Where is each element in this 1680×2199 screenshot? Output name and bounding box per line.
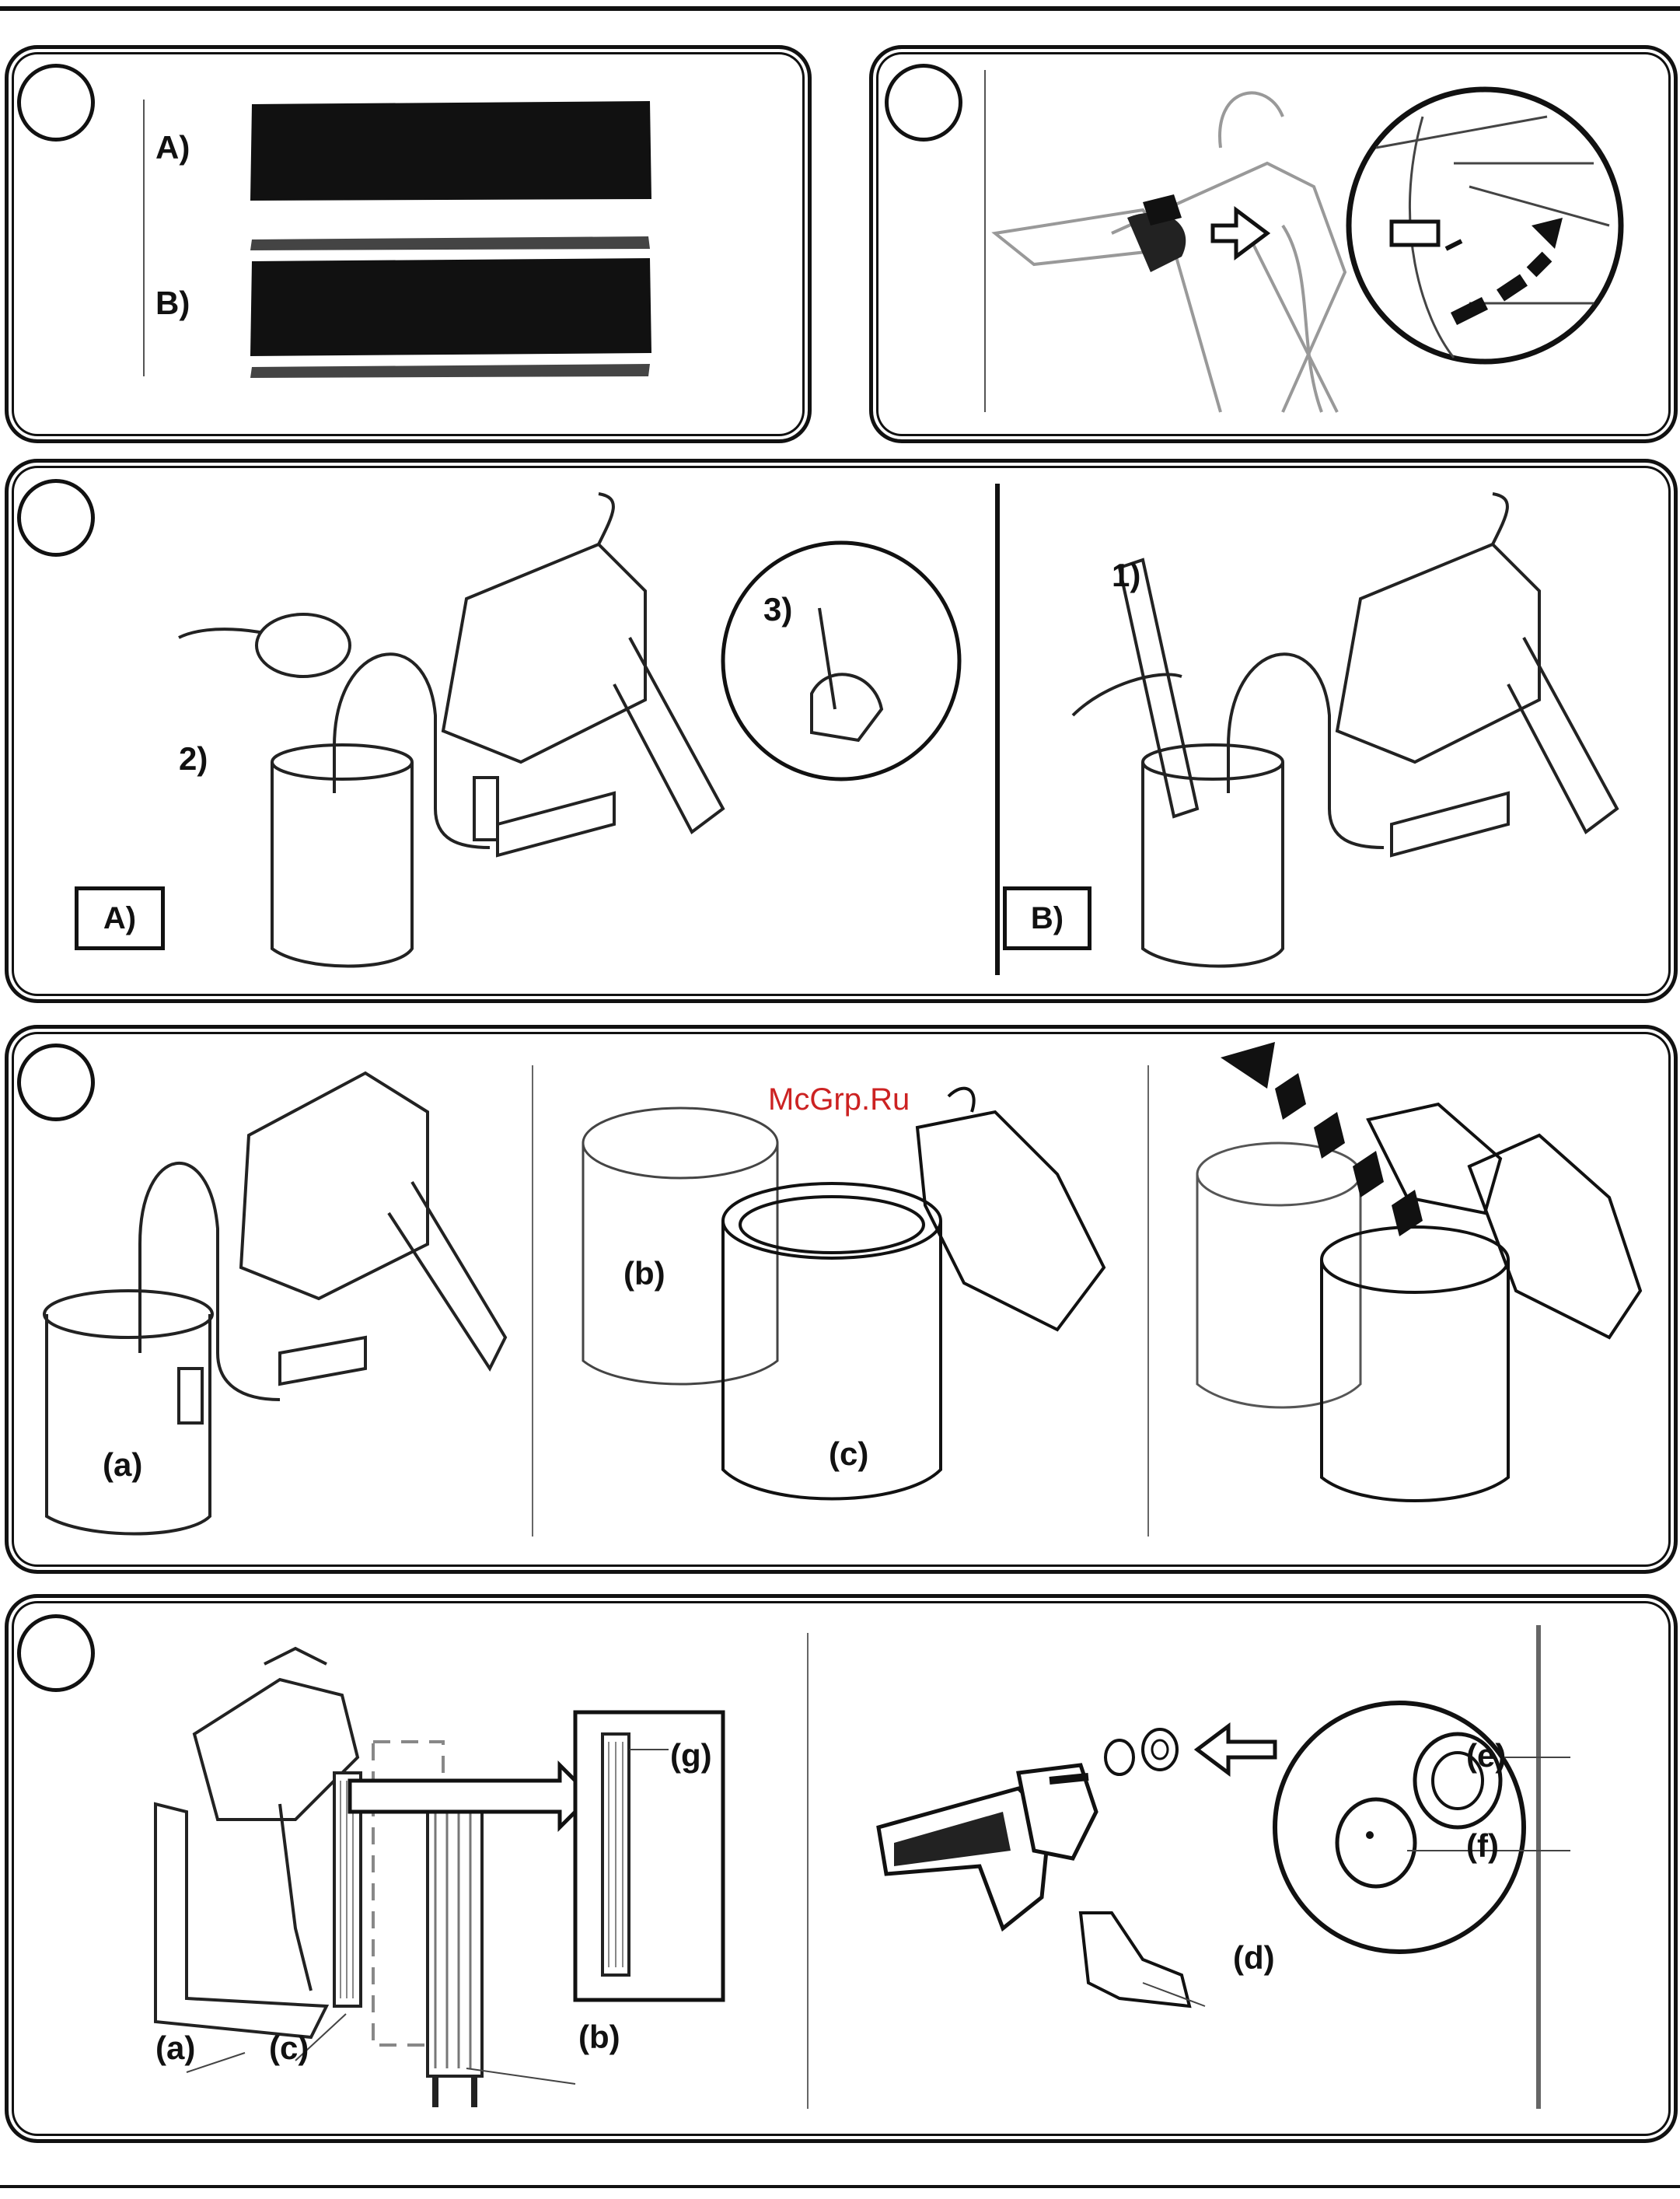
priming-step-2-label: 2) [179, 740, 208, 778]
pattern-label-a: A) [155, 129, 190, 166]
panel-divider [1536, 1625, 1541, 2109]
step-number-circle [885, 64, 962, 142]
tip-label-e: (e) [1466, 1737, 1506, 1774]
gun-filter-illustration [140, 1617, 731, 2115]
step-number-circle [17, 64, 95, 142]
sprayer-priming-illustration-a [179, 482, 739, 980]
divider-line [1147, 1065, 1149, 1537]
detail-magnifier-circle [718, 538, 967, 787]
divider-line [532, 1065, 533, 1537]
top-rule [0, 6, 1680, 11]
filter-label-a: (a) [155, 2029, 195, 2067]
tip-label-d: (d) [1233, 1939, 1275, 1977]
divider-line [143, 100, 145, 376]
bucket-label-c: (c) [829, 1435, 868, 1473]
sprayer-bucket-illustration [23, 1042, 521, 1540]
filter-label-c: (c) [269, 2029, 309, 2067]
tip-label-f: (f) [1466, 1827, 1499, 1865]
spray-gun-lock-illustration [987, 70, 1671, 420]
divider-line [984, 70, 986, 412]
sprayer-priming-illustration-b [1073, 482, 1633, 980]
pattern-label-b: B) [155, 285, 190, 322]
bucket-label-b: (b) [623, 1255, 665, 1292]
divider-line [807, 1633, 809, 2109]
step-number-circle [17, 479, 95, 557]
priming-step-3-label: 3) [763, 591, 792, 628]
filter-label-b: (b) [578, 2019, 620, 2056]
panel-divider [995, 484, 1000, 975]
tip-guard-illustration [863, 1633, 1532, 2099]
variant-a-box: A) [75, 886, 165, 950]
spray-pattern-bars [249, 100, 653, 379]
step-number-circle [17, 1614, 95, 1692]
variant-b-box: B) [1003, 886, 1091, 950]
filter-label-g: (g) [670, 1737, 712, 1774]
bucket-label-a: (a) [103, 1446, 142, 1484]
flushing-motion-illustration [1174, 1042, 1671, 1540]
bottom-rule [0, 2185, 1680, 2188]
priming-step-1-label: 1) [1112, 557, 1140, 594]
